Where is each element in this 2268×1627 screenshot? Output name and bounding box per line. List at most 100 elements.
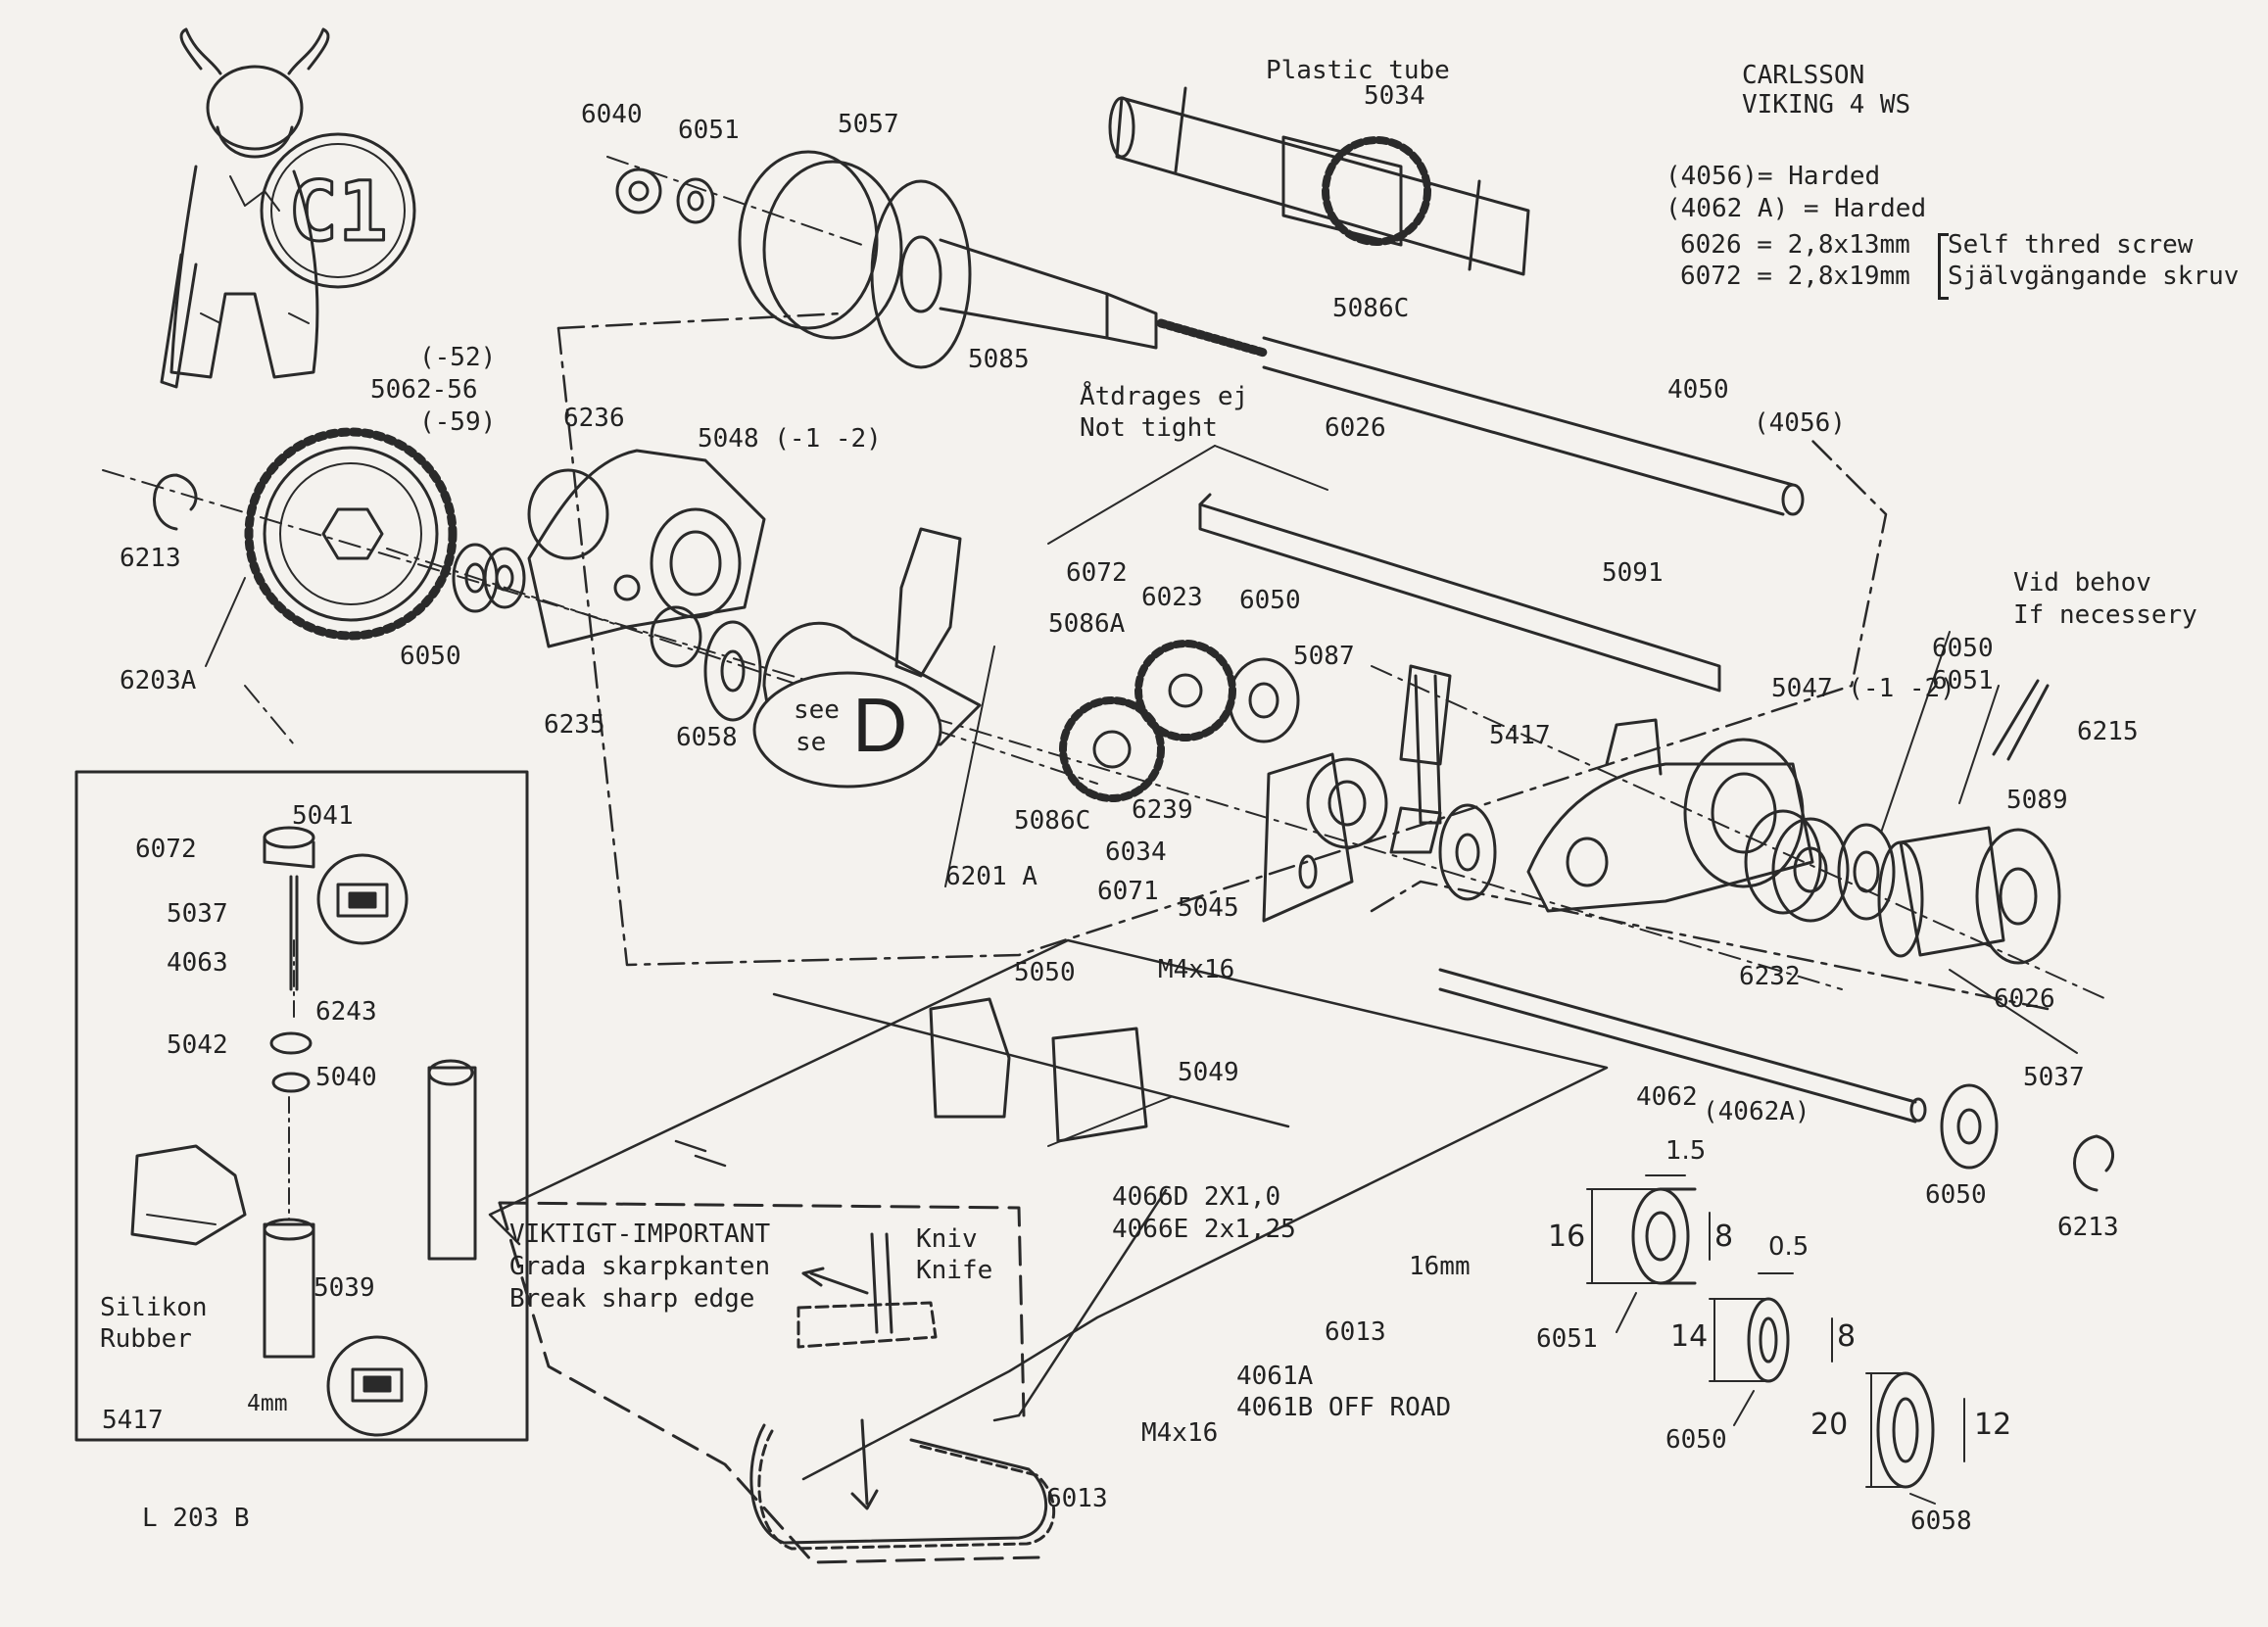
spacer-6051-width: 1.5: [1665, 1136, 1707, 1166]
washers: [452, 167, 1999, 1170]
part-label: 6051: [678, 116, 740, 145]
part-label: 5037: [2023, 1063, 2085, 1092]
part-label: 6050: [400, 642, 461, 671]
part-label: 6013: [1046, 1484, 1108, 1513]
chain-detail: [749, 1232, 1056, 1551]
frame-plate-outline: [488, 938, 1609, 1481]
maker-title: CARLSSON: [1742, 61, 1865, 90]
spacer-6058-outer: 20: [1810, 1408, 1849, 1442]
part-label: 5087: [1293, 642, 1355, 671]
part-label: 6239: [1132, 795, 1193, 825]
part-4061-rod: [992, 1188, 1168, 1422]
legend-bracket: [1938, 233, 1949, 300]
part-label: 5050: [1014, 958, 1076, 987]
part-label: 5034: [1364, 81, 1425, 111]
part-4062-shaft: [1438, 968, 1927, 1124]
part-label: 4066E 2x1,25: [1112, 1215, 1296, 1244]
note-important-en: Break sharp edge: [509, 1284, 755, 1314]
part-label: 6050: [1239, 586, 1301, 615]
part-label: 5085: [968, 345, 1030, 374]
part-label: 6232: [1739, 962, 1801, 991]
part-label: (-59): [419, 407, 497, 437]
part-label: 4061A: [1236, 1362, 1314, 1391]
part-6213-circlip: [153, 473, 2115, 1192]
inset-part-label: 6072: [135, 835, 197, 864]
frame-outline-dashed: [556, 311, 2050, 1011]
part-label: 5086A: [1048, 609, 1126, 639]
part-label: 5062-56: [370, 375, 478, 405]
note-see-d-sv: se: [796, 728, 827, 757]
viking-mascot: [160, 27, 416, 389]
inset-part-label: 5041: [292, 801, 354, 831]
drawing-number: L 203 B: [142, 1504, 250, 1533]
part-label: 6026: [1325, 413, 1386, 443]
spacer-6051-part: 6051: [1536, 1324, 1598, 1354]
part-label: 6201 A: [945, 862, 1037, 891]
part-5417-pin: [1399, 664, 1452, 825]
note-important-title: VIKTIGT-IMPORTANT: [509, 1220, 771, 1249]
inset-part-label: 5037: [167, 899, 228, 929]
legend-row-screw-6026: 6026 = 2,8x13mm: [1680, 230, 1910, 260]
part-label: 5417: [1489, 721, 1551, 750]
part-label: 5057: [838, 110, 899, 139]
spacer-6058-detail: [1865, 1371, 1965, 1505]
part-label: 6050: [1932, 634, 1994, 663]
part-label: 5086C: [1332, 294, 1410, 323]
sprockets-5086: [1059, 640, 1300, 802]
legend-screw-note-en: Self thred screw: [1948, 230, 2194, 260]
spacer-6051-detail: [1586, 1174, 1711, 1333]
part-label: 5045: [1178, 893, 1239, 923]
part-label: 5047 (-1 -2): [1771, 674, 1955, 703]
part-5047-arm: [1526, 718, 1814, 913]
part-label: (-52): [419, 343, 497, 372]
part-label: 6051: [1932, 666, 1994, 695]
spacer-6058-part: 6058: [1910, 1507, 1972, 1536]
part-label: 6040: [581, 100, 643, 129]
note-plastic-tube: Plastic tube: [1266, 56, 1450, 85]
part-5034-tube-sprocket: [1108, 86, 1530, 276]
inset-part-label: 5042: [167, 1030, 228, 1060]
part-5089-hub: [1877, 679, 2061, 965]
part-label: 6013: [1325, 1317, 1386, 1347]
inset-part-label: 5040: [315, 1063, 377, 1092]
part-D-bracket: [752, 527, 982, 789]
part-label: 16mm: [1409, 1252, 1471, 1281]
part-label: 6213: [2057, 1213, 2119, 1242]
part-label: 6034: [1105, 837, 1167, 867]
part-label: 4066D 2X1,0: [1112, 1182, 1281, 1212]
part-label: 5089: [2006, 786, 2068, 815]
part-6232-bearing: [1744, 809, 1850, 923]
inset-part-label: 5039: [314, 1273, 375, 1303]
part-label: 6215: [2077, 717, 2139, 746]
note-rubber-en: Rubber: [100, 1324, 192, 1354]
part-label: (4056): [1754, 408, 1846, 438]
part-label: 4050: [1667, 375, 1729, 405]
inset-leader-lines: [288, 939, 295, 1220]
mascot-shield-code: C1: [288, 164, 387, 260]
part-label: 5086C: [1014, 806, 1091, 836]
spacer-6050-inner: 8: [1837, 1319, 1857, 1354]
leader-lines: [205, 445, 2078, 1147]
note-knife-sv: Kniv: [916, 1224, 978, 1254]
note-knife-en: Knife: [916, 1256, 993, 1285]
legend-row-screw-6072: 6072 = 2,8x19mm: [1680, 262, 1910, 291]
part-label: 6235: [544, 710, 605, 740]
part-label: 6050: [1925, 1180, 1987, 1210]
part-label: 6071: [1097, 877, 1159, 906]
part-label: 6072: [1066, 558, 1128, 588]
part-5050-5049-blocks: [772, 992, 1290, 1143]
part-label: 6058: [676, 723, 738, 752]
legend-screw-note-sv: Självgängande skruv: [1948, 262, 2240, 291]
inset-part-label: 4mm: [247, 1391, 288, 1416]
inset-part-label: 5417: [102, 1406, 164, 1435]
part-label: M4x16: [1141, 1418, 1219, 1448]
part-label: 6213: [120, 544, 181, 573]
part-label: 6203A: [120, 666, 197, 695]
spacer-6050-outer: 14: [1670, 1319, 1709, 1354]
part-label: 5048 (-1 -2): [698, 424, 882, 454]
inset-parts: [130, 826, 477, 1437]
part-label: 6026: [1994, 984, 2055, 1014]
part-label: 6236: [563, 404, 625, 433]
